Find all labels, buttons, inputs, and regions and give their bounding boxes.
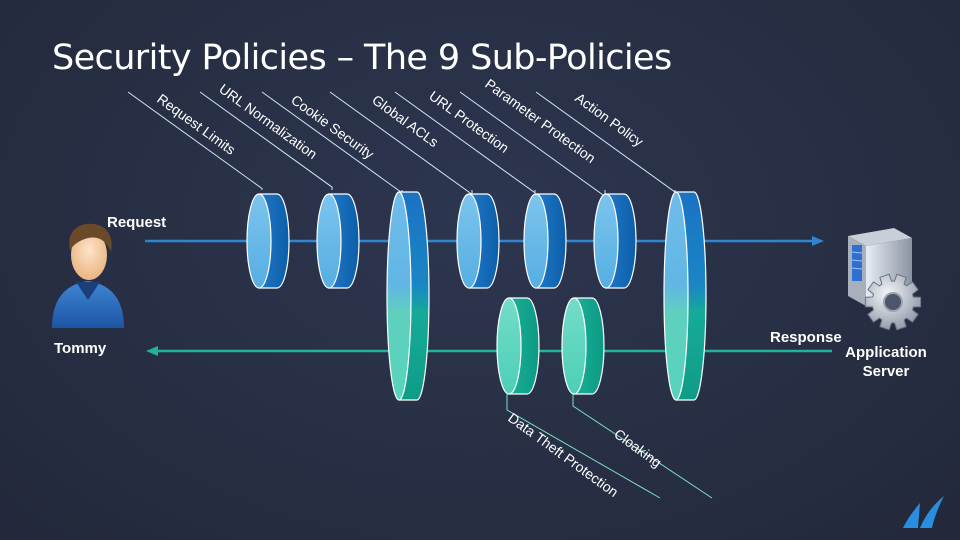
disc-parameter-protection (593, 193, 637, 289)
disc-global-acls (456, 193, 500, 289)
disc-action-policy (663, 191, 707, 401)
disc-cloaking (561, 297, 605, 395)
user-icon (52, 223, 124, 328)
disc-url-protection (523, 193, 567, 289)
response-arrow (146, 346, 832, 356)
leader-line-up (127, 91, 263, 190)
server-label-line1: Application (845, 344, 927, 361)
policy-label: Action Policy (572, 89, 646, 149)
policy-label: Request Limits (154, 90, 238, 157)
slide-title: Security Policies – The 9 Sub-Policies (52, 38, 672, 78)
response-label: Response (770, 329, 842, 346)
disc-data-theft-protection (496, 297, 540, 395)
disc-cookie-security (386, 191, 430, 401)
client-label: Tommy (54, 340, 107, 357)
leader-line-down (506, 394, 661, 499)
leader-line-up (394, 91, 536, 194)
leader-line-up (199, 91, 333, 190)
server-label-line2: Server (863, 363, 910, 380)
policy-label: Cloaking (611, 425, 664, 470)
disc-url-normalization (316, 193, 360, 289)
leader-line-down (572, 394, 713, 499)
server-gear-icon (848, 228, 922, 331)
disc-request-limits (246, 193, 290, 289)
request-label: Request (107, 214, 166, 231)
policy-label: Data Theft Protection (505, 409, 621, 500)
brand-logo-icon (903, 496, 944, 528)
